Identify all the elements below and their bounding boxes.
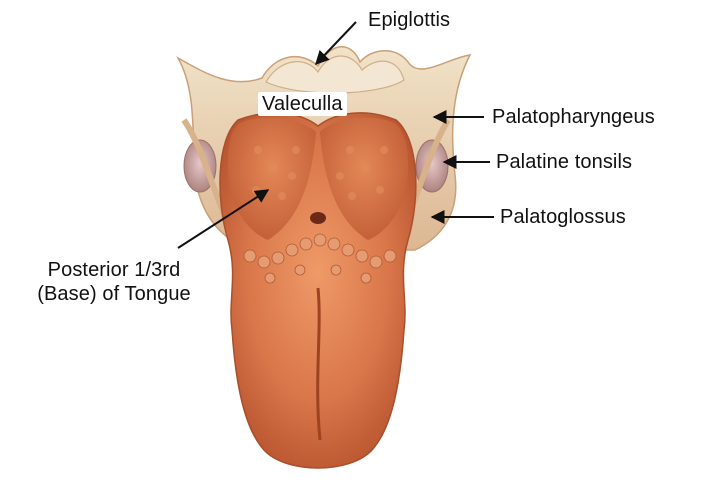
label-palatoglossus: Palatoglossus [500, 205, 626, 229]
label-epiglottis: Epiglottis [368, 8, 450, 32]
foramen-caecum [310, 212, 326, 224]
label-posterior-tongue: Posterior 1/3rd (Base) of Tongue [16, 258, 212, 306]
label-valeculla: Valeculla [258, 92, 347, 116]
label-palatopharyngeus: Palatopharyngeus [492, 105, 655, 129]
label-posterior-line1: Posterior 1/3rd [16, 258, 212, 282]
label-palatine-tonsils: Palatine tonsils [496, 150, 632, 174]
label-posterior-line2: (Base) of Tongue [16, 282, 212, 306]
